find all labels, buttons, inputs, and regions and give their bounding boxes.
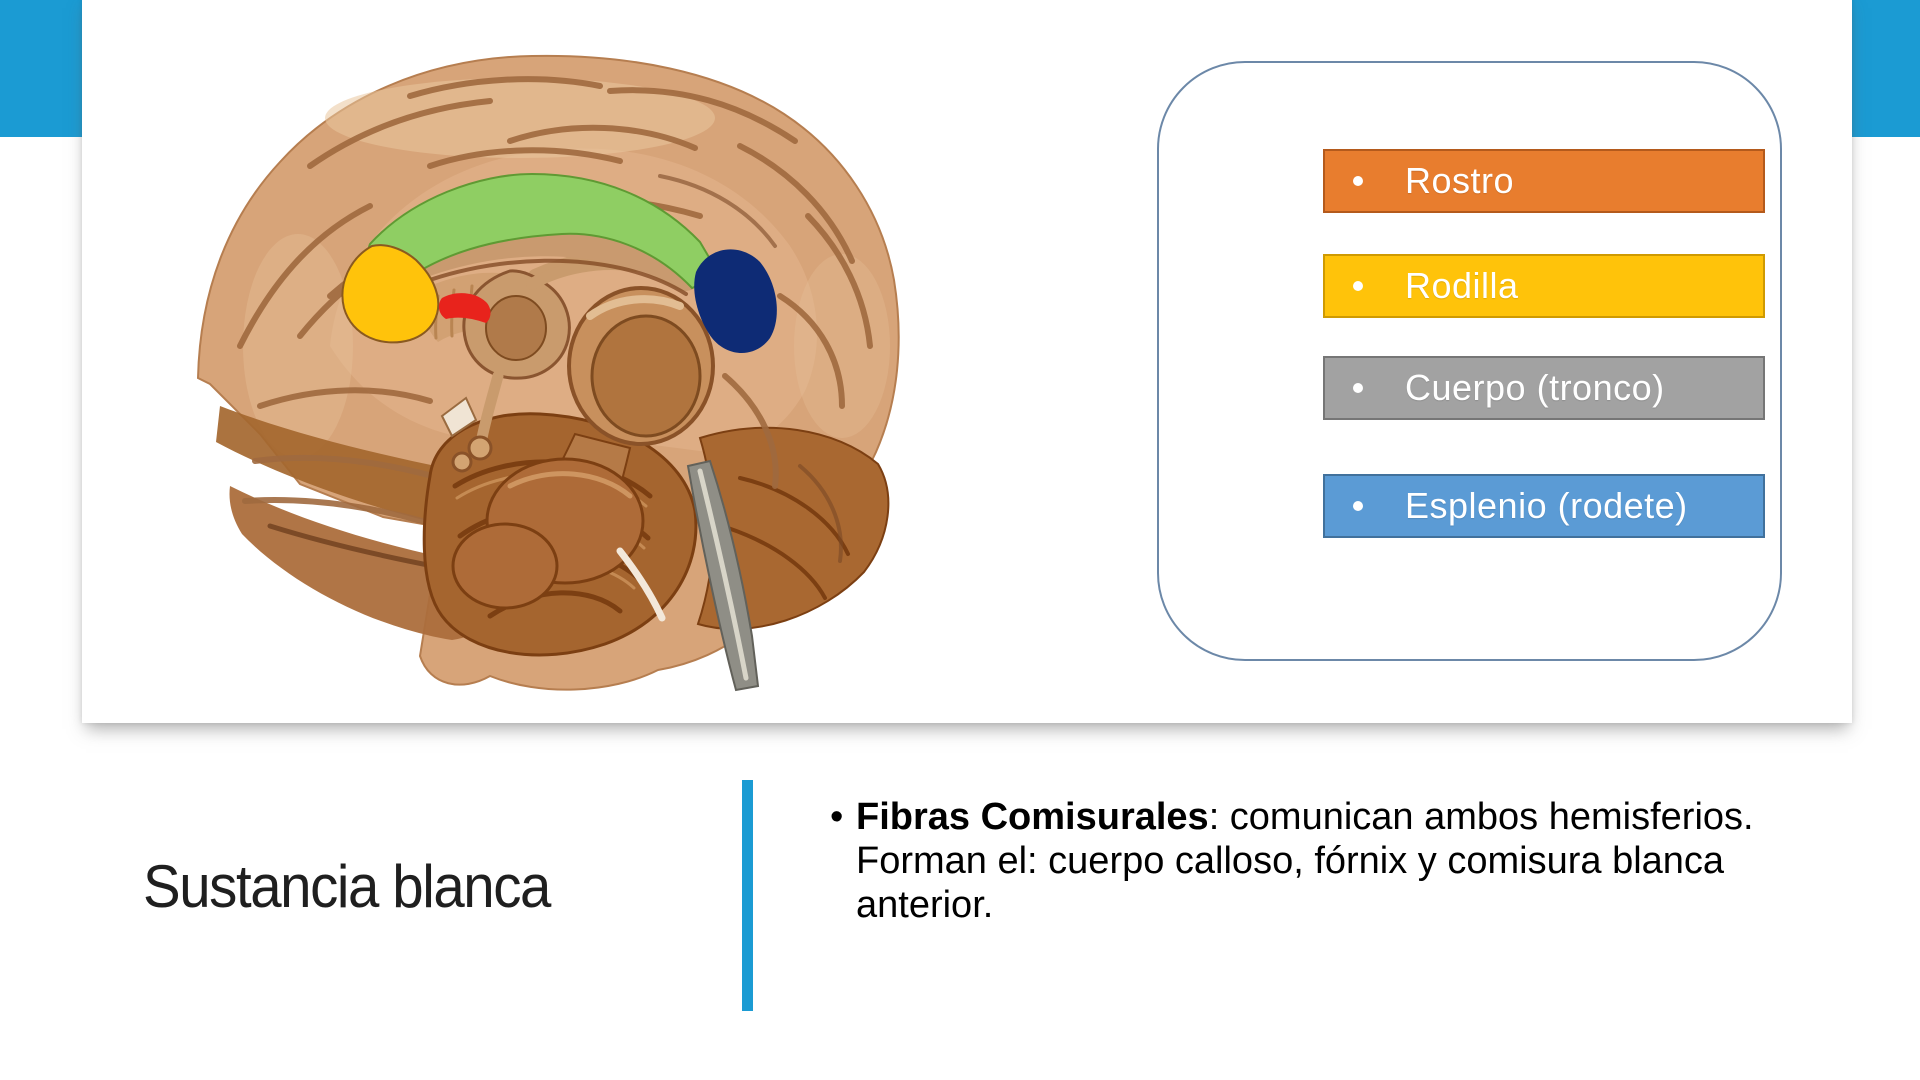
fornix-column	[476, 370, 504, 444]
accent-square-left	[0, 0, 82, 137]
body-line-1-rest: : comunican ambos hemisferios.	[1208, 796, 1754, 838]
legend-item-rodilla: Rodilla	[1323, 254, 1765, 318]
accent-square-right	[1852, 0, 1920, 137]
legend-bullet-icon	[1353, 176, 1363, 186]
legend-item-rostro: Rostro	[1323, 149, 1765, 213]
legend-label: Rodilla	[1405, 265, 1519, 306]
hypothalamic-knob	[451, 451, 473, 473]
anterior-commissure-white	[440, 396, 478, 438]
legend-label: Cuerpo (tronco)	[1405, 367, 1665, 408]
bullet-marker: •	[830, 796, 844, 838]
image-card: Rostro Rodilla Cuerpo (tronco) Esplenio …	[82, 0, 1852, 723]
legend-item-esplenio: Esplenio (rodete)	[1323, 474, 1765, 538]
thalamus-highlight	[586, 295, 684, 320]
gyri-highlight	[325, 78, 715, 158]
spinal-cord-highlight	[697, 468, 749, 681]
mammillary-body	[467, 435, 493, 461]
legend-panel: Rostro Rodilla Cuerpo (tronco) Esplenio …	[1157, 61, 1782, 661]
body-line-3: anterior.	[856, 884, 994, 926]
occipital-highlight	[794, 254, 890, 438]
brain-illustration	[180, 46, 920, 698]
pons-highlight	[507, 471, 633, 499]
fourth-ventricle	[616, 547, 666, 622]
thalamus	[590, 314, 702, 438]
vertical-divider	[742, 780, 753, 1011]
slide-title: Sustancia blanca	[143, 853, 551, 920]
fornix-hole	[485, 295, 547, 361]
legend-bullet-icon	[1353, 383, 1363, 393]
legend-bullet-icon	[1353, 281, 1363, 291]
legend-label: Esplenio (rodete)	[1405, 485, 1688, 526]
splenium-overlay	[694, 249, 777, 353]
body-line-2: Forman el: cuerpo calloso, fórnix y comi…	[856, 840, 1725, 882]
genu-overlay	[341, 244, 440, 344]
body-line-1: • Fibras Comisurales: comunican ambos hem…	[830, 795, 1880, 839]
legend-item-cuerpo: Cuerpo (tronco)	[1323, 356, 1765, 420]
callosal-sulcus	[398, 258, 688, 296]
legend-bullet-icon	[1353, 501, 1363, 511]
rostrum-overlay	[438, 293, 491, 323]
brain-svg	[196, 54, 900, 692]
pons-lobule	[451, 522, 559, 610]
body-bold-lead: Fibras Comisurales	[856, 796, 1209, 838]
legend-label: Rostro	[1405, 160, 1515, 201]
occipital-sulcus-2	[726, 526, 827, 600]
body-text-block: • Fibras Comisurales: comunican ambos hem…	[830, 795, 1880, 927]
